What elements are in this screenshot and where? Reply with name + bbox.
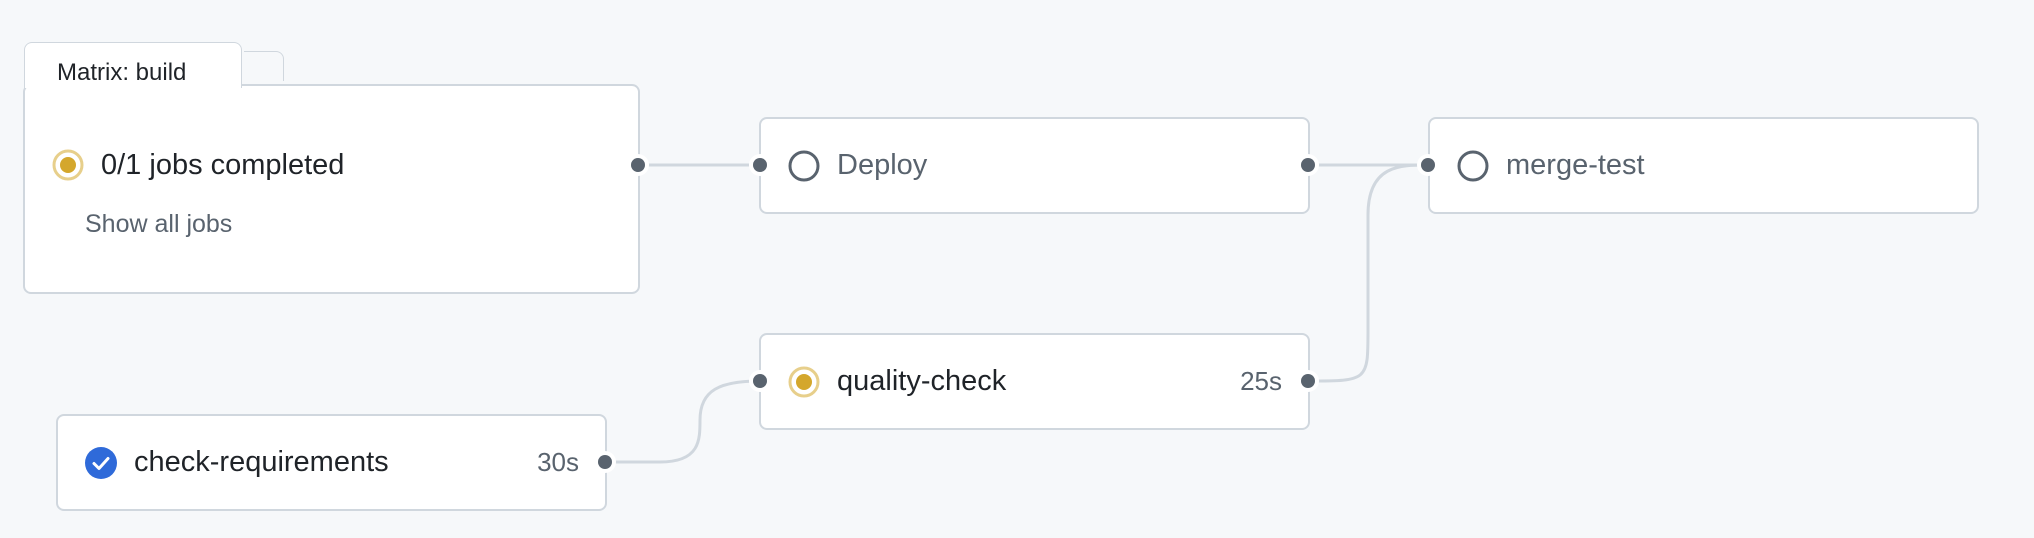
queued-circle-icon: [788, 150, 820, 181]
matrix-tab-label: Matrix: build: [57, 59, 187, 86]
matrix-status-row: 0/1 jobs completed: [25, 148, 344, 182]
matrix-tab-shadow: [244, 51, 284, 81]
job-duration-check-requirements: 30s: [537, 447, 579, 477]
job-name-check-requirements: check-requirements: [134, 446, 389, 478]
connector-check-requirements-quality-check: [605, 379, 761, 464]
connector-quality-check-merge-test: [1307, 163, 1429, 383]
job-name-merge-test: merge-test: [1506, 149, 1645, 181]
port-check-requirements-out: [598, 455, 612, 469]
port-deploy-in: [753, 158, 767, 172]
show-all-jobs-link[interactable]: Show all jobs: [85, 210, 233, 238]
matrix-tab: Matrix: build: [24, 42, 242, 88]
job-node-quality-check[interactable]: quality-check 25s: [759, 333, 1310, 430]
in-progress-dot-icon: [788, 366, 820, 397]
matrix-build-card[interactable]: 0/1 jobs completed Show all jobs: [23, 84, 640, 294]
port-deploy-out: [1301, 158, 1315, 172]
job-name-quality-check: quality-check: [837, 365, 1007, 397]
job-node-merge-test[interactable]: merge-test: [1428, 117, 1979, 214]
check-circle-icon: [85, 446, 117, 479]
port-quality-check-out: [1301, 374, 1315, 388]
job-node-deploy[interactable]: Deploy: [759, 117, 1310, 214]
port-quality-check-in: [753, 374, 767, 388]
queued-circle-icon: [1457, 150, 1489, 181]
job-duration-quality-check: 25s: [1240, 366, 1282, 396]
job-name-deploy: Deploy: [837, 149, 928, 181]
port-build-out: [631, 158, 645, 172]
job-node-check-requirements[interactable]: check-requirements 30s: [56, 414, 607, 511]
port-merge-test-in: [1421, 158, 1435, 172]
matrix-status-text: 0/1 jobs completed: [101, 148, 345, 181]
in-progress-dot-icon: [52, 149, 84, 181]
